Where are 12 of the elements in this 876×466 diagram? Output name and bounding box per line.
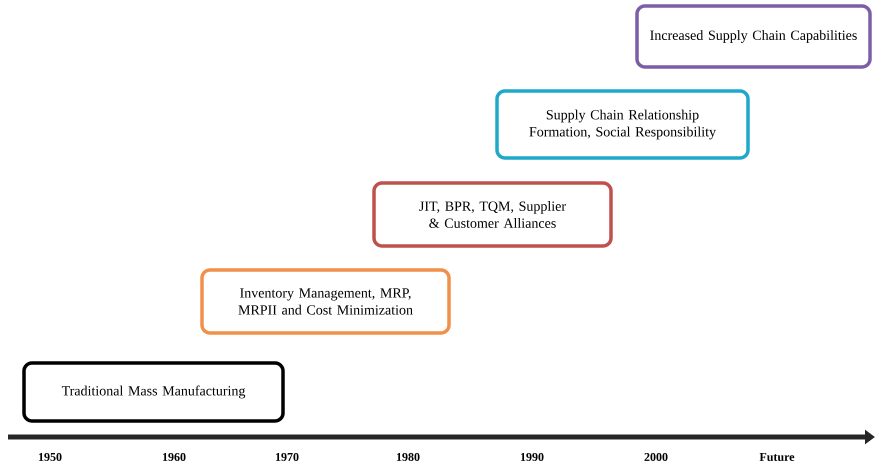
stage-box: Increased Supply Chain Capabilities: [635, 4, 872, 69]
year-label: 1990: [520, 452, 544, 462]
year-label: 2000: [644, 452, 668, 462]
year-label: 1970: [276, 452, 299, 462]
year-label: 1950: [38, 452, 62, 462]
stage-box: JIT, BPR, TQM, Supplier & Customer Alliances: [372, 181, 613, 248]
stage-box: Supply Chain Relationship Formation, Social Responsibility: [495, 89, 750, 160]
stage-box: Inventory Management, MRP, MRPII and Cost Minimization: [200, 268, 451, 335]
year-label: 1960: [162, 452, 186, 462]
year-label: 1980: [396, 452, 420, 462]
stage-box: Traditional Mass Manufacturing: [22, 361, 285, 423]
year-label: Future: [760, 452, 794, 461]
